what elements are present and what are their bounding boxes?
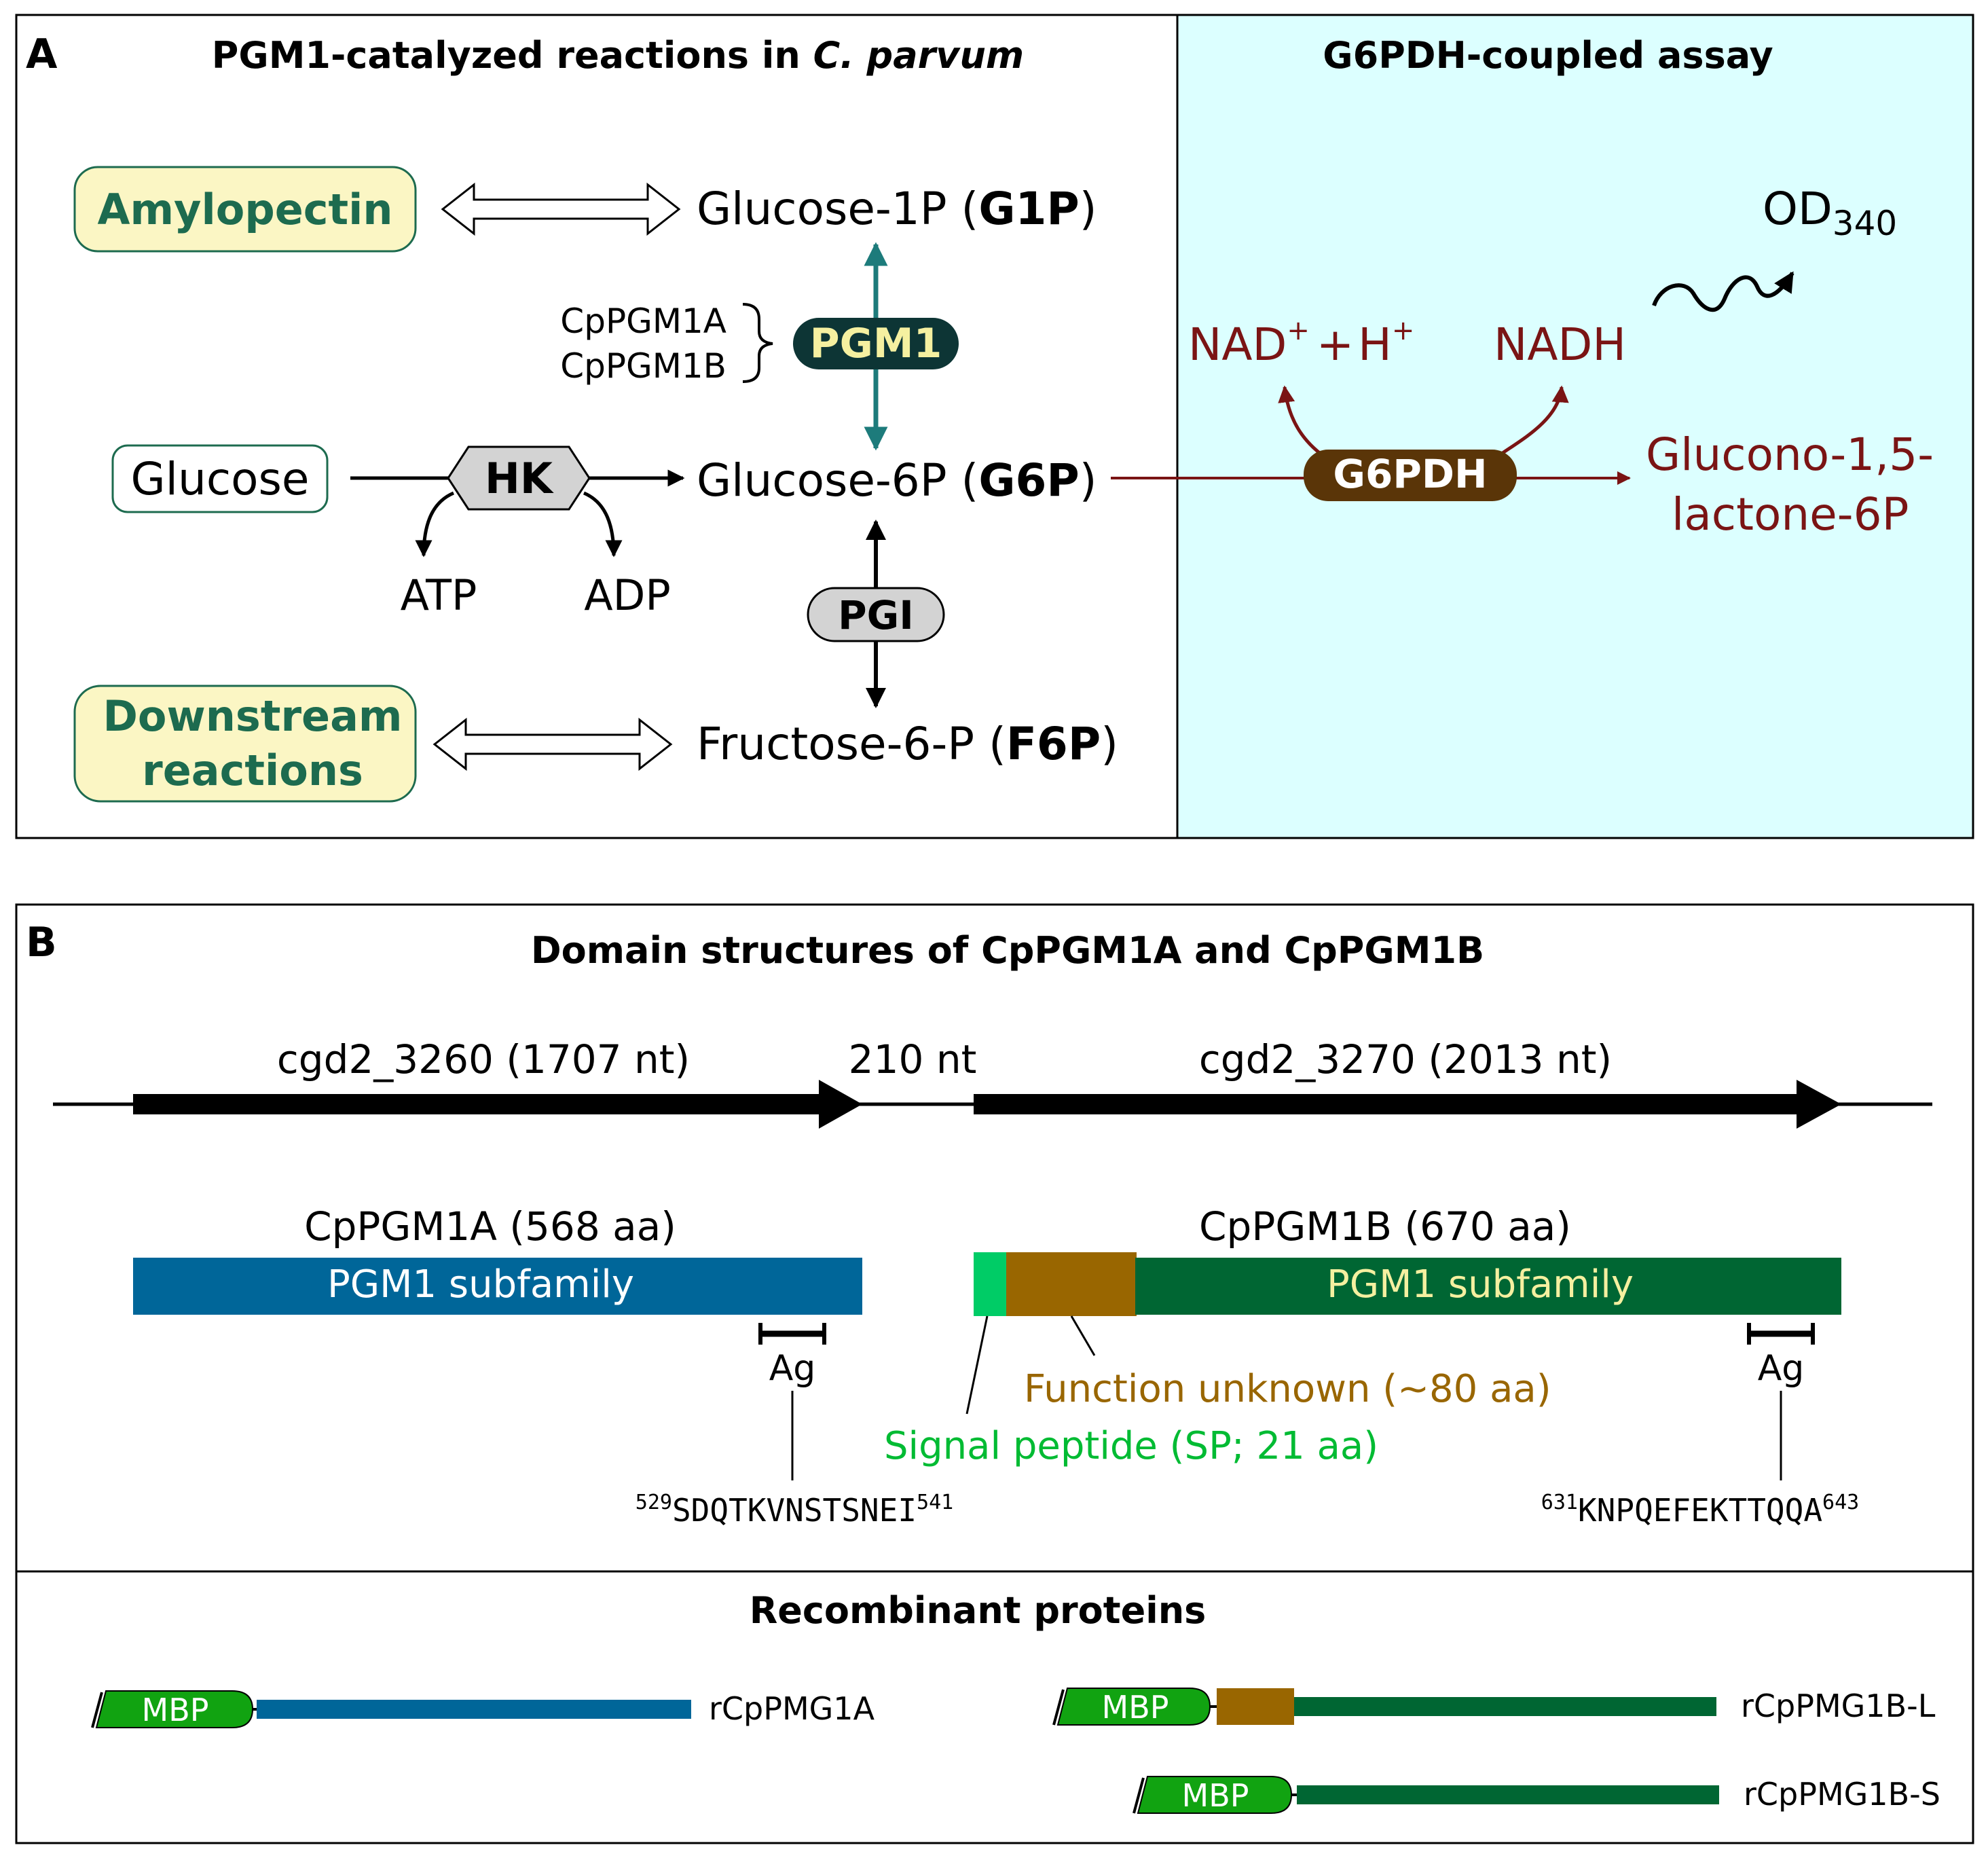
downstream-label-line1: Downstream — [103, 691, 402, 741]
panel-b-title: Domain structures of CpPGM1A and CpPGM1B — [531, 929, 1484, 972]
glucose-label: Glucose — [131, 453, 310, 505]
mbp-label: MBP — [142, 1692, 209, 1728]
panel-a-cyan-background — [1177, 15, 1973, 838]
intergenic-label: 210 nt — [849, 1036, 977, 1082]
construct-rcppmg1b-l: MBP rCpPMG1B-L — [1052, 1688, 1936, 1726]
panel-a-frame — [15, 14, 1974, 839]
peptide-b-sequence: 631KNPQEFEKTTQQA643 — [1541, 1491, 1859, 1529]
function-unknown-domain — [1006, 1252, 1137, 1316]
amylopectin-box — [73, 166, 417, 253]
product-label-line2: lactone-6P — [1672, 488, 1909, 541]
isoform-a-label: CpPGM1A — [560, 302, 726, 341]
mbp-label: MBP — [1182, 1777, 1249, 1814]
hk-enzyme-box — [447, 445, 591, 511]
cppgm1a-domain-bar — [133, 1258, 862, 1315]
panel-b: B Domain structures of CpPGM1A and CpPGM… — [15, 903, 1974, 1844]
recombinant-title: Recombinant proteins — [750, 1589, 1207, 1632]
downstream-label-line2: reactions — [142, 746, 363, 795]
gene2-label: cgd2_3270 (2013 nt) — [1199, 1036, 1612, 1082]
break-mark — [1133, 1777, 1145, 1814]
function-unknown-label: Function unknown (~80 aa) — [1024, 1367, 1551, 1411]
antigen-bracket-a — [758, 1323, 826, 1345]
rcppmg1a-body — [257, 1700, 691, 1719]
panel-b-frame — [15, 903, 1974, 1844]
peptide-a-sequence: 529SDQTKVNSTSNEI541 — [636, 1491, 953, 1529]
assay-title: G6PDH-coupled assay — [1323, 34, 1773, 77]
panel-a-letter: A — [26, 31, 58, 78]
gene1-arrow — [133, 1080, 862, 1129]
atp-curved-arrow — [415, 491, 455, 558]
hk-enzyme-label: HK — [485, 454, 554, 503]
signal-peptide-label: Signal peptide (SP; 21 aa) — [884, 1424, 1378, 1468]
absorbance-wavy-arrow — [1652, 271, 1794, 312]
f6p-label: Fructose-6-P (F6P) — [697, 718, 1118, 770]
nadh-label: NADH — [1494, 318, 1626, 371]
amylopectin-double-arrow — [441, 182, 681, 236]
pgm1-enzyme-box — [793, 318, 959, 369]
downstream-box — [73, 685, 417, 803]
product-label-line1: Glucono-1,5- — [1646, 429, 1934, 481]
nad-h-label: NAD++H+ — [1188, 315, 1414, 371]
break-mark — [1052, 1689, 1065, 1726]
pgm1-enzyme-label: PGM1 — [810, 320, 942, 367]
nad-curved-arrow — [1278, 385, 1325, 458]
construct-rcppmg1a: MBP rCpPMG1A — [91, 1690, 875, 1728]
amylopectin-label: Amylopectin — [97, 185, 392, 234]
function-unknown-leader — [1070, 1315, 1096, 1356]
signal-peptide-domain — [974, 1252, 1008, 1316]
gene1-label: cgd2_3260 (1707 nt) — [277, 1036, 690, 1082]
panel-a-title: PGM1-catalyzed reactions in C. parvum — [212, 34, 1024, 77]
rcppmg1b-l-label: rCpPMG1B-L — [1741, 1688, 1936, 1724]
g6pdh-enzyme-box — [1304, 450, 1517, 501]
signal-peptide-leader — [965, 1315, 989, 1415]
panel-b-letter: B — [26, 919, 57, 966]
protein-a-label: CpPGM1A (568 aa) — [304, 1203, 676, 1250]
break-mark — [91, 1692, 103, 1728]
panel-a: A PGM1-catalyzed reactions in C. parvum … — [15, 14, 1974, 839]
subfamily-b-label: PGM1 subfamily — [1327, 1262, 1634, 1307]
downstream-double-arrow — [432, 717, 673, 771]
construct-rcppmg1b-s: MBP rCpPMG1B-S — [1133, 1776, 1940, 1814]
rcppmg1a-label: rCpPMG1A — [709, 1690, 875, 1727]
gene2-arrow — [974, 1080, 1841, 1129]
atp-label: ATP — [401, 570, 477, 620]
rcppmg1b-s-body — [1297, 1785, 1719, 1804]
protein-b-label: CpPGM1B (670 aa) — [1199, 1203, 1571, 1250]
antigen-bracket-b — [1747, 1323, 1815, 1345]
rcppmg1b-s-label: rCpPMG1B-S — [1744, 1776, 1940, 1813]
pgi-enzyme-label: PGI — [838, 592, 914, 638]
pgi-enzyme-box — [807, 587, 945, 642]
g6pdh-enzyme-label: G6PDH — [1333, 451, 1487, 497]
nadh-curved-arrow — [1496, 385, 1569, 458]
antigen-b-label: Ag — [1758, 1348, 1805, 1389]
od340-label: OD340 — [1763, 183, 1897, 243]
adp-curved-arrow — [583, 491, 623, 558]
g6p-label: Glucose-6P (G6P) — [697, 454, 1097, 507]
subfamily-a-label: PGM1 subfamily — [327, 1262, 634, 1307]
cppgm1b-domain-bar — [1135, 1258, 1841, 1315]
rcppmg1b-l-body — [1294, 1697, 1716, 1716]
adp-label: ADP — [584, 570, 671, 620]
function-unknown-segment — [1217, 1688, 1294, 1725]
g1p-label: Glucose-1P (G1P) — [697, 183, 1097, 235]
glucose-box — [111, 444, 329, 513]
mbp-label: MBP — [1102, 1689, 1169, 1726]
antigen-a-label: Ag — [769, 1348, 816, 1389]
isoform-b-label: CpPGM1B — [560, 346, 726, 386]
isoform-brace — [742, 303, 773, 383]
